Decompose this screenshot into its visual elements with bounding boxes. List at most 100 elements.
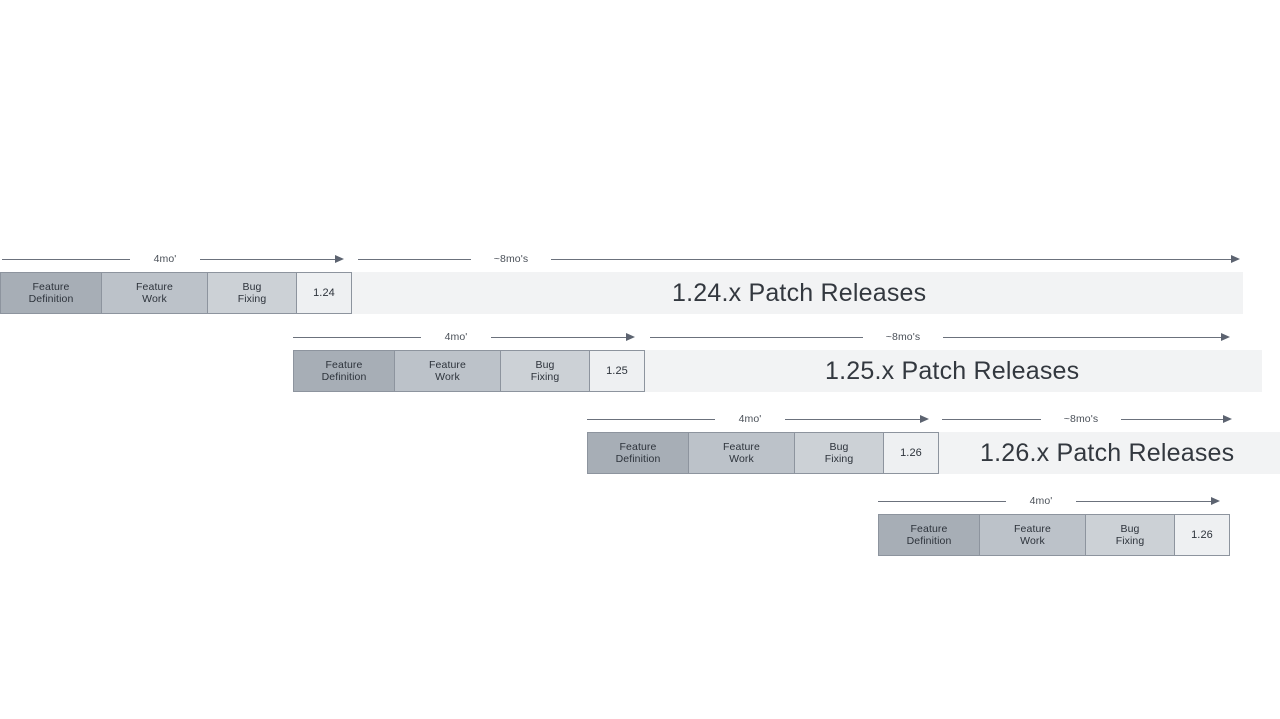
dimension-label-patch: ~8mo's — [471, 250, 551, 268]
version-label: 1.26 — [900, 446, 922, 459]
patch-releases-band-124: 1.24.x Patch Releases — [352, 272, 1243, 314]
phase-label-line1: Feature — [325, 358, 363, 371]
dimension-dev-124: 4mo' — [2, 250, 346, 268]
dimension-line-right — [184, 259, 337, 260]
dimension-dev-125: 4mo' — [293, 328, 637, 346]
dimension-line-right — [1118, 419, 1225, 420]
arrow-head-icon — [1231, 255, 1240, 263]
arrow-head-icon — [1211, 497, 1220, 505]
phase-label-line2: Fixing — [1115, 535, 1145, 547]
dimension-label-dev: 4mo' — [421, 328, 491, 346]
dimension-line-left — [587, 419, 725, 420]
phase-label-line1: Feature — [723, 440, 760, 453]
dimension-label-patch: ~8mo's — [863, 328, 943, 346]
version-chip-125[interactable]: 1.25 — [589, 350, 645, 392]
dimension-label-dev: 4mo' — [715, 410, 785, 428]
patch-releases-label-125: 1.25.x Patch Releases — [825, 357, 1080, 385]
version-chip-126[interactable]: 1.26 — [883, 432, 939, 474]
phase-label-line1: Bug — [829, 440, 849, 453]
phase-label-line2: Fixing — [237, 293, 267, 305]
dimension-dev-next: 4mo' — [878, 492, 1222, 510]
phase-label-line2: Fixing — [824, 453, 854, 465]
phase-label-line1: Bug — [242, 280, 262, 293]
dimension-line-right — [1060, 501, 1213, 502]
version-label: 1.24 — [313, 286, 335, 299]
dimension-patch-125: ~8mo's — [650, 328, 1232, 346]
phase-label-line2: Work — [435, 371, 460, 383]
arrow-head-icon — [1223, 415, 1232, 423]
dimension-line-left — [942, 419, 1045, 420]
release-row-124: 4mo' ~8mo's 1.24.x Patch Releases Featur… — [0, 250, 1280, 314]
phase-label-line2: Definition — [615, 453, 661, 465]
phase-label-line2: Definition — [28, 293, 74, 305]
patch-releases-label-124: 1.24.x Patch Releases — [672, 279, 927, 307]
version-label: 1.25 — [606, 364, 628, 377]
phase-label-line1: Feature — [32, 280, 70, 293]
phase-label-line1: Feature — [429, 358, 466, 371]
patch-releases-label-126: 1.26.x Patch Releases — [980, 439, 1235, 467]
dimension-dev-126: 4mo' — [587, 410, 931, 428]
phase-label-line2: Work — [142, 293, 167, 305]
release-row-126: 4mo' ~8mo's 1.26.x Patch Releases Featur… — [0, 410, 1280, 474]
dimension-line-left — [878, 501, 1016, 502]
release-row-125: 4mo' ~8mo's 1.25.x Patch Releases Featur… — [0, 328, 1280, 392]
phase-label-line2: Definition — [321, 371, 367, 383]
phase-label-line1: Feature — [910, 522, 948, 535]
phase-label-line1: Feature — [1014, 522, 1051, 535]
phase-label-line2: Work — [1020, 535, 1045, 547]
phase-label-line2: Fixing — [530, 371, 560, 383]
dimension-label-dev: 4mo' — [1006, 492, 1076, 510]
phase-label-line2: Work — [729, 453, 754, 465]
dimension-line-left — [358, 259, 475, 260]
dimension-line-left — [650, 337, 867, 338]
arrow-head-icon — [1221, 333, 1230, 341]
arrow-head-icon — [626, 333, 635, 341]
arrow-head-icon — [335, 255, 344, 263]
version-chip-124[interactable]: 1.24 — [296, 272, 352, 314]
dimension-line-right — [544, 259, 1233, 260]
dimension-line-right — [475, 337, 628, 338]
patch-releases-band-125: 1.25.x Patch Releases — [645, 350, 1262, 392]
phase-label-line2: Definition — [906, 535, 952, 547]
phase-label-line1: Feature — [136, 280, 173, 293]
version-label: 1.26 — [1191, 528, 1213, 541]
phase-label-line1: Bug — [1120, 522, 1140, 535]
dimension-label-patch: ~8mo's — [1041, 410, 1121, 428]
dimension-patch-126: ~8mo's — [942, 410, 1234, 428]
dimension-line-right — [769, 419, 922, 420]
phase-label-line1: Bug — [535, 358, 555, 371]
dimension-label-dev: 4mo' — [130, 250, 200, 268]
version-chip-next[interactable]: 1.26 — [1174, 514, 1230, 556]
dimension-line-right — [940, 337, 1222, 338]
